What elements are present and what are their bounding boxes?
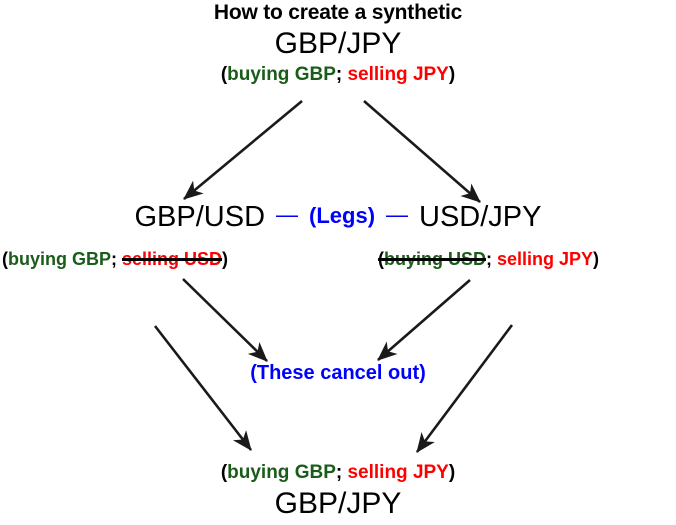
detail-separator: ; [111,249,122,269]
paren-close: ) [593,249,600,269]
arrow-top-to-right-leg [363,100,481,203]
dash-right-icon: — [386,202,409,227]
right-leg-sell-label: selling JPY [497,249,594,269]
result-detail: (buying GBP; selling JPY) [0,463,676,482]
paren-open: ( [220,462,228,483]
detail-separator: ; [335,64,348,85]
buy-leg-label: buying GBP [227,64,336,85]
diagram-title: How to create a synthetic [213,1,463,24]
dash-left-icon: — [276,202,299,227]
paren-close: ) [222,249,229,269]
right-leg-detail: (buying USD; selling JPY) [378,250,599,268]
arrow-left-leg-to-cancel [182,278,268,362]
left-leg-sell-cancelled-label: selling USD [122,249,223,269]
sell-leg-label: selling JPY [347,64,449,85]
right-leg-pair: USD/JPY [419,201,542,233]
left-leg-pair: GBP/USD [134,201,266,233]
paren-open: ( [378,249,384,269]
paren-open: ( [220,64,228,85]
detail-separator: ; [335,462,348,483]
arrow-right-leg-to-cancel [377,279,471,361]
left-leg-buy-label: buying GBP [8,249,111,269]
legs-row: GBP/USD — (Legs) — USD/JPY [0,203,676,232]
cancel-out-note: (These cancel out) [250,362,426,384]
synthetic-pair-label: GBP/JPY [274,27,402,60]
detail-separator: ; [486,249,497,269]
paren-close: ) [448,462,456,483]
arrow-top-to-left-leg [183,99,303,201]
paren-close: ) [448,64,456,85]
synthetic-pair-detail: (buying GBP; selling JPY) [0,65,676,84]
paren-open: ( [2,249,8,269]
legs-label: (Legs) [309,203,376,228]
left-leg-detail: (buying GBP; selling USD) [2,250,228,268]
result-pair-label: GBP/JPY [274,487,402,520]
result-sell-label: selling JPY [347,462,449,483]
arrow-left-leg-to-result [153,325,253,451]
arrow-right-leg-to-result [415,324,514,453]
right-leg-buy-cancelled-label: buying USD [384,249,486,269]
result-buy-label: buying GBP [227,462,336,483]
